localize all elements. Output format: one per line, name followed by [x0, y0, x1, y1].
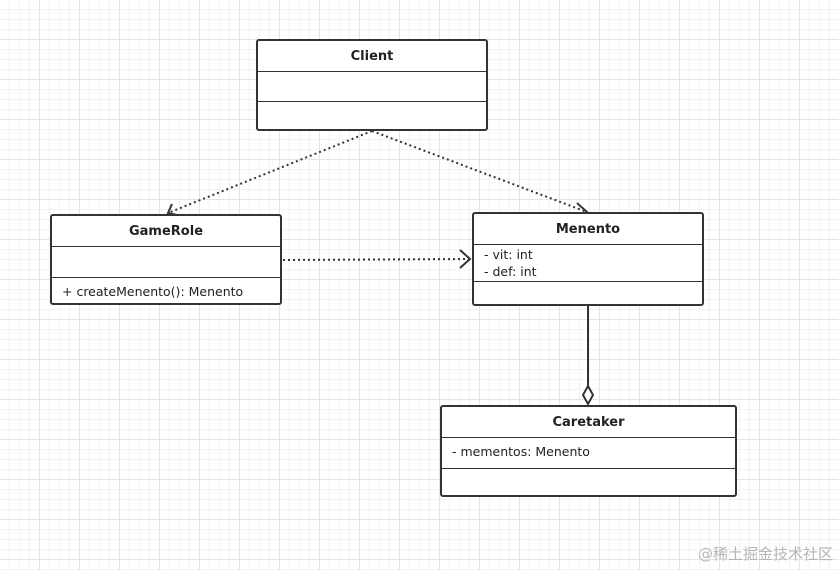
- dependency-gamerole-menento: [282, 258, 471, 261]
- class-gamerole-name: GameRole: [52, 216, 280, 247]
- class-gamerole-attributes: [52, 247, 280, 277]
- dependency-client-menento: [371, 130, 588, 213]
- class-menento[interactable]: Menento - vit: int - def: int: [472, 212, 704, 306]
- class-menento-name: Menento: [474, 214, 702, 245]
- class-menento-attributes: - vit: int - def: int: [474, 245, 702, 281]
- class-gamerole[interactable]: GameRole + createMenento(): Menento: [50, 214, 282, 305]
- class-caretaker[interactable]: Caretaker - mementos: Menento: [440, 405, 737, 497]
- class-client-methods: [258, 101, 486, 129]
- aggregation-diamond: [581, 383, 595, 407]
- class-caretaker-name: Caretaker: [442, 407, 735, 438]
- class-caretaker-attributes: - mementos: Menento: [442, 438, 735, 468]
- class-menento-methods: [474, 281, 702, 304]
- method-item: + createMenento(): Menento: [62, 284, 244, 299]
- class-client[interactable]: Client: [256, 39, 488, 131]
- class-client-attributes: [258, 72, 486, 101]
- attribute-item: - def: int: [484, 264, 537, 279]
- class-caretaker-methods: [442, 468, 735, 495]
- attribute-item: - mementos: Menento: [452, 444, 590, 459]
- watermark: @稀土掘金技术社区: [697, 545, 833, 563]
- class-client-name: Client: [258, 41, 486, 72]
- attribute-item: - vit: int: [484, 247, 533, 262]
- dependency-arrowhead-menento-left: [459, 249, 472, 269]
- dependency-client-gamerole: [167, 130, 373, 214]
- class-gamerole-methods: + createMenento(): Menento: [52, 277, 280, 303]
